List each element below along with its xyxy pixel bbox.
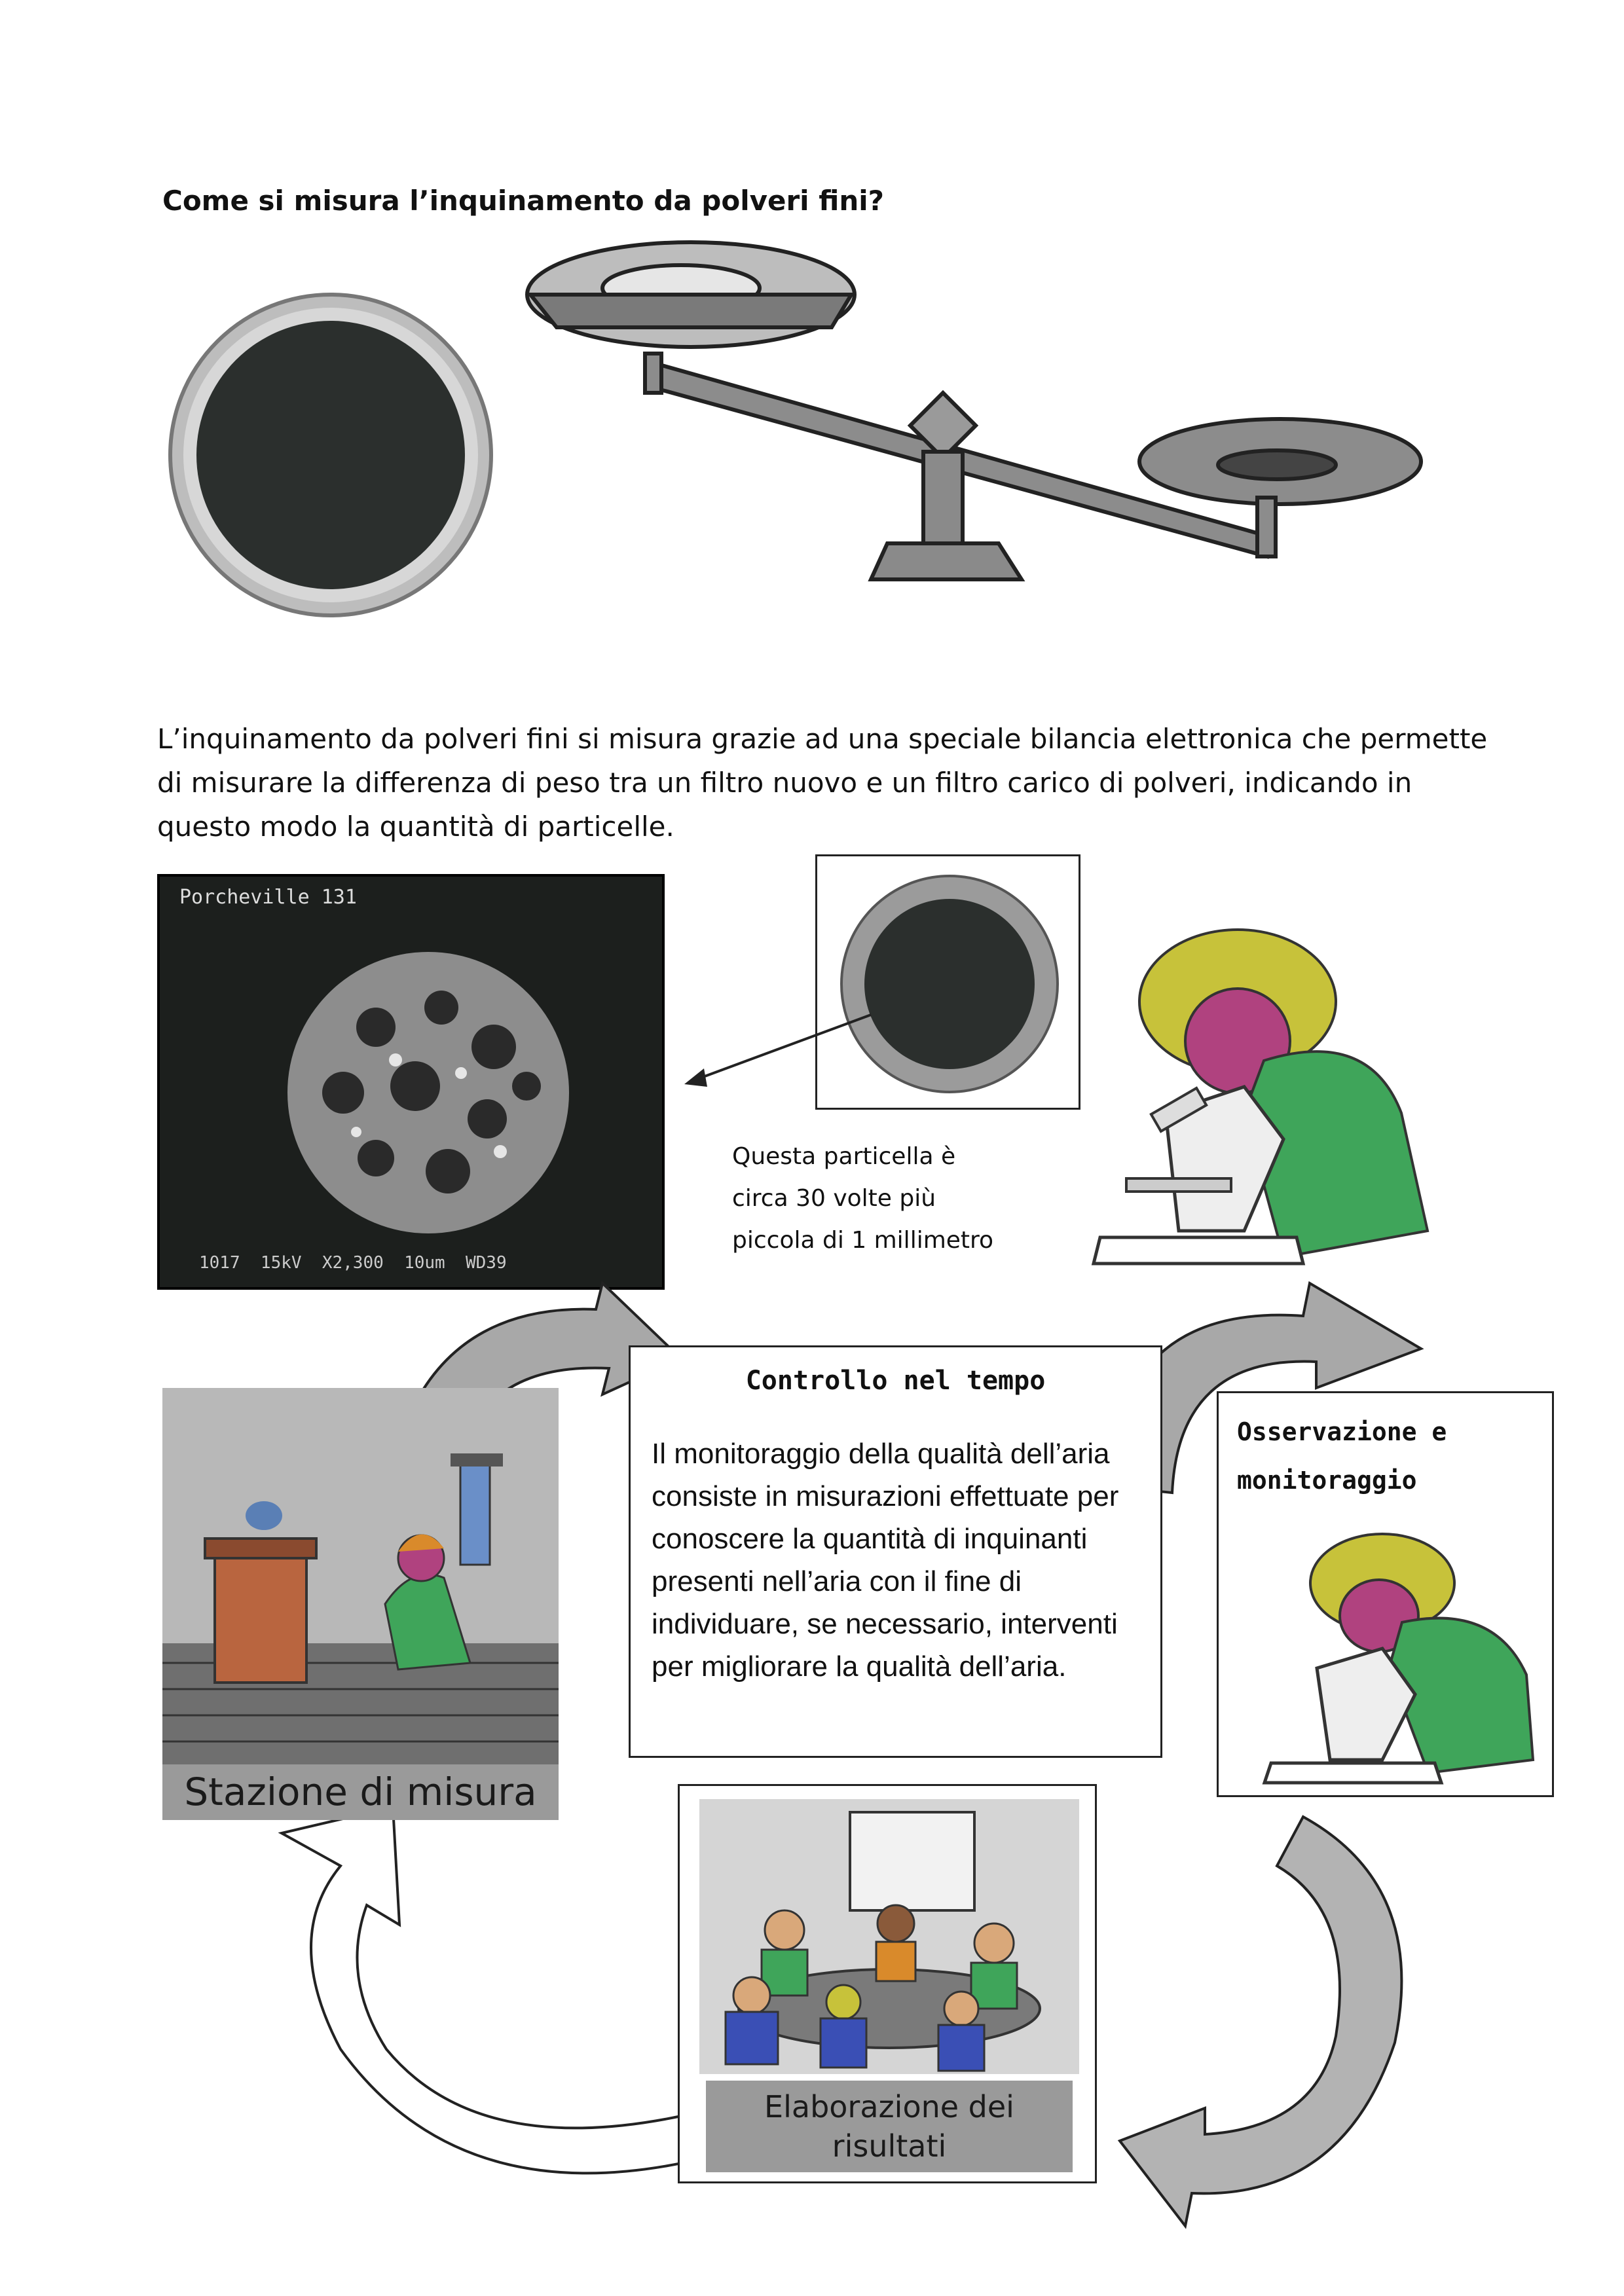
sem-top-label: Porcheville 131 — [179, 886, 357, 909]
intro-paragraph: L’inquinamento da polveri fini si misura… — [157, 723, 1488, 843]
stazione-label: Stazione di misura — [162, 1764, 559, 1820]
stazione-illustration — [162, 1388, 559, 1764]
particle-caption: Questa particella è circa 30 volte più p… — [732, 1143, 994, 1254]
balance-scale-icon — [525, 240, 1423, 581]
controllo-title: Controllo nel tempo — [745, 1366, 1046, 1396]
elaborazione-box: Elaborazione dei risultati — [678, 1784, 1097, 2183]
controllo-box: Controllo nel tempo Il monitoraggio dell… — [629, 1345, 1162, 1758]
page-title: Come si misura l’inquinamento da polveri… — [162, 185, 884, 217]
elaborazione-label: Elaborazione dei risultati — [706, 2081, 1073, 2172]
particle-icon — [287, 952, 569, 1233]
osservazione-box: Osservazione e monitoraggio — [1217, 1391, 1554, 1797]
controllo-text: Il monitoraggio della qualità dell’aria … — [652, 1438, 1119, 1683]
dirty-filter-icon — [840, 875, 1059, 1093]
microscope-child-icon — [1091, 928, 1430, 1266]
sem-particle-photo: Porcheville 131 1017 15kV X2,300 10um WD… — [157, 874, 665, 1290]
microscope-child-small-icon — [1262, 1533, 1535, 1785]
chimney-roof-icon — [162, 1453, 559, 1764]
meeting-group-icon — [699, 1799, 1079, 2074]
filter-disc-icon — [168, 293, 493, 617]
sem-bottom-label: 1017 15kV X2,300 10um WD39 — [199, 1253, 507, 1273]
balance-illustration — [168, 240, 1423, 617]
osservazione-title: Osservazione e monitoraggio — [1237, 1417, 1447, 1495]
dirty-filter-box — [815, 854, 1080, 1110]
